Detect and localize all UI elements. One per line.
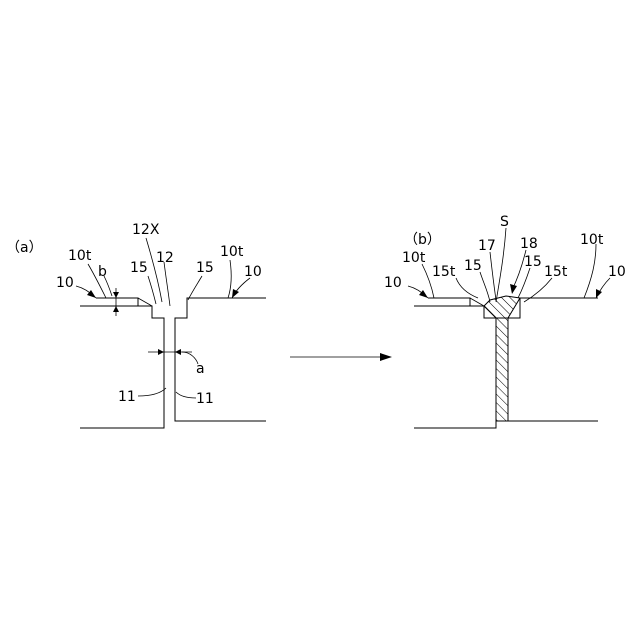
label-S: S — [500, 214, 509, 230]
label-15t-right: 15t — [544, 264, 568, 280]
label-17: 17 — [478, 238, 496, 254]
figure-b-label: （b） — [404, 232, 441, 248]
label-10-right-b: 10 — [608, 264, 626, 280]
label-11-left: 11 — [118, 389, 136, 405]
label-10-left-a: 10 — [56, 275, 74, 291]
label-b: b — [98, 264, 107, 280]
filler-17 — [496, 318, 508, 421]
label-11-right: 11 — [196, 391, 214, 407]
label-15t-left: 15t — [432, 264, 456, 280]
member-10-left-outline-a — [80, 306, 164, 428]
label-18: 18 — [520, 236, 538, 252]
surface-10t-left-b — [428, 298, 470, 306]
label-15-left-a: 15 — [130, 260, 148, 276]
label-15-right-b: 15 — [524, 254, 542, 270]
arrow-10-right-b — [596, 278, 610, 298]
member-10-right-outline-b — [508, 298, 598, 421]
label-10t-left-b: 10t — [402, 250, 426, 266]
figure-a-label: （a） — [6, 240, 43, 256]
arrow-10-left-b — [408, 286, 428, 298]
surface-10t-left-a — [96, 298, 138, 306]
figure-b: （b） S 17 18 10t 10t 15t 15 15 15t 10 10 — [384, 214, 626, 428]
label-10-right-a: 10 — [244, 264, 262, 280]
dimension-a — [148, 349, 198, 364]
label-15-left-b: 15 — [464, 258, 482, 274]
chamfer-15-a — [138, 298, 152, 306]
process-arrow — [290, 353, 392, 361]
member-10-left-outline-b — [414, 306, 496, 428]
arrow-10-left-a — [76, 286, 96, 298]
label-10t-left-a: 10t — [68, 248, 92, 264]
label-10t-right-b: 10t — [580, 232, 604, 248]
member-10-right-outline-a — [175, 298, 266, 421]
figure-a: （a） 12X 12 15 15 10t 10t 10 10 b a 11 11 — [6, 222, 266, 428]
label-a: a — [196, 361, 205, 377]
label-10t-right-a: 10t — [220, 244, 244, 260]
label-10-left-b: 10 — [384, 275, 402, 291]
dimension-b — [106, 288, 126, 316]
label-12: 12 — [156, 250, 174, 266]
arrow-10-right-a — [232, 278, 250, 298]
label-12X: 12X — [132, 222, 160, 238]
label-15-right-a: 15 — [196, 260, 214, 276]
